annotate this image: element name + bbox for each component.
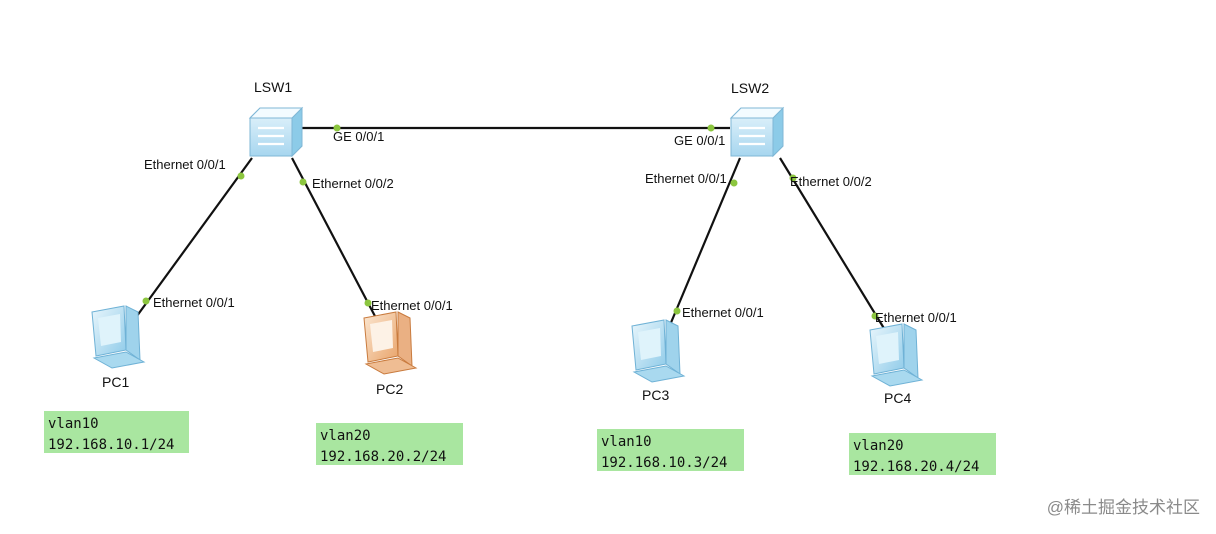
port-label-lsw2-e1: Ethernet 0/0/1 bbox=[645, 171, 727, 186]
pc-icon[interactable] bbox=[363, 311, 418, 375]
port-dot-lsw1-e1 bbox=[237, 172, 245, 180]
vlan-box-pc4: vlan20 192.168.20.4/24 bbox=[849, 433, 996, 475]
vlan-box-pc2: vlan20 192.168.20.2/24 bbox=[316, 423, 463, 465]
switch-icon[interactable] bbox=[729, 106, 785, 158]
port-label-pc1: Ethernet 0/0/1 bbox=[153, 295, 235, 310]
device-name-pc1: PC1 bbox=[102, 374, 130, 390]
vlan-name: vlan10 bbox=[48, 416, 99, 432]
watermark: @稀土掘金技术社区 bbox=[1046, 498, 1200, 517]
link-lsw2-pc3[interactable] bbox=[668, 157, 742, 326]
port-dot-lsw2-e1 bbox=[730, 179, 738, 187]
link-lsw2-pc4[interactable] bbox=[779, 157, 886, 331]
port-dots bbox=[142, 124, 879, 320]
link-lsw1-pc1[interactable] bbox=[133, 157, 253, 321]
vlan-box-pc1: vlan10 192.168.10.1/24 bbox=[44, 411, 189, 453]
port-label-pc3: Ethernet 0/0/1 bbox=[682, 305, 764, 320]
ip-address: 192.168.10.3/24 bbox=[601, 455, 728, 471]
port-dot-lsw2-e2 bbox=[789, 174, 797, 182]
ip-address: 192.168.20.4/24 bbox=[853, 459, 980, 475]
vlan-box-pc3: vlan10 192.168.10.3/24 bbox=[597, 429, 744, 471]
port-label-lsw1-e1: Ethernet 0/0/1 bbox=[144, 157, 226, 172]
link-lsw1-pc2[interactable] bbox=[291, 157, 378, 321]
port-dot-lsw1-e2 bbox=[299, 178, 307, 186]
port-dot-pc1 bbox=[142, 297, 150, 305]
links bbox=[133, 126, 886, 331]
device-name-pc3: PC3 bbox=[642, 387, 670, 403]
vlan-name: vlan20 bbox=[320, 428, 371, 444]
port-dot-pc3 bbox=[673, 307, 681, 315]
switch-icon[interactable] bbox=[248, 106, 304, 158]
port-dot-pc4 bbox=[871, 312, 879, 320]
port-label-lsw2-ge: GE 0/0/1 bbox=[674, 133, 726, 148]
device-name-lsw1: LSW1 bbox=[254, 79, 293, 95]
vlan-name: vlan20 bbox=[853, 438, 904, 454]
port-dot-lsw2-ge bbox=[707, 124, 715, 132]
port-label-lsw2-e2: Ethernet 0/0/2 bbox=[790, 174, 872, 189]
vlan-name: vlan10 bbox=[601, 434, 652, 450]
port-label-lsw1-ge: GE 0/0/1 bbox=[333, 129, 385, 144]
ip-address: 192.168.10.1/24 bbox=[48, 437, 175, 453]
ip-address: 192.168.20.2/24 bbox=[320, 449, 447, 465]
pc-icon[interactable] bbox=[631, 319, 686, 383]
port-dot-pc2 bbox=[364, 299, 372, 307]
device-name-pc2: PC2 bbox=[376, 381, 404, 397]
port-dot-lsw1-ge bbox=[333, 124, 341, 132]
pc-icon[interactable] bbox=[91, 305, 146, 369]
device-name-pc4: PC4 bbox=[884, 390, 912, 406]
device-name-lsw2: LSW2 bbox=[731, 80, 770, 96]
pc-icon[interactable] bbox=[869, 323, 924, 387]
port-label-lsw1-e2: Ethernet 0/0/2 bbox=[312, 176, 394, 191]
port-label-pc4: Ethernet 0/0/1 bbox=[875, 310, 957, 325]
port-label-pc2: Ethernet 0/0/1 bbox=[371, 298, 453, 313]
